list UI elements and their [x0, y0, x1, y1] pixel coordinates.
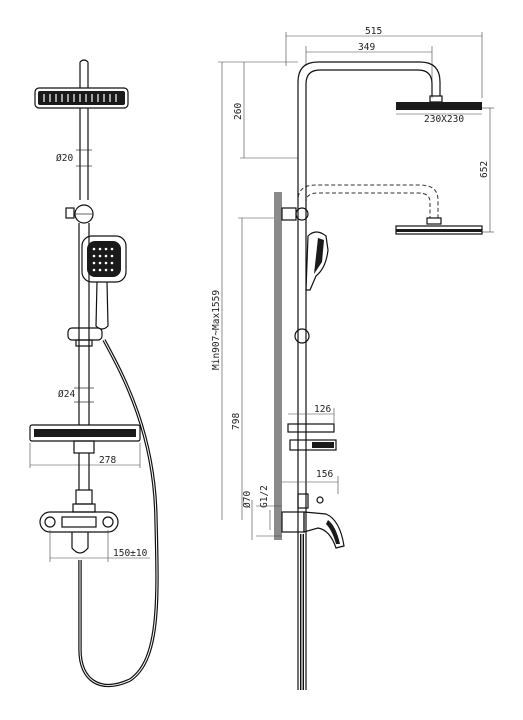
side-escutcheon-diameter: Ø70: [242, 491, 253, 508]
side-wall: [274, 192, 282, 540]
side-hand-shower: [305, 231, 329, 291]
side-mixer: [281, 493, 345, 549]
front-shelf-width: 278: [99, 455, 116, 466]
side-total-projection: 515: [365, 26, 382, 37]
side-dashed-arm-position: [297, 184, 439, 218]
front-upper-pipe: [79, 108, 89, 200]
side-thread-size: G1/2: [259, 485, 270, 508]
front-hose: [78, 339, 159, 688]
side-shelf: [287, 423, 337, 451]
side-overhead-arm: [297, 61, 441, 150]
front-mixer-spacing: 150±10: [113, 548, 148, 559]
front-mixer: [39, 489, 119, 554]
front-diverter: [65, 204, 94, 224]
front-shower-head: [34, 87, 129, 109]
side-mixer-depth: 156: [316, 469, 333, 480]
side-slide-holder: [294, 328, 310, 344]
front-upper-pipe-diameter: Ø20: [56, 153, 73, 164]
side-height-range: Min907~Max1559: [211, 290, 222, 370]
front-lower-pipe-diameter: Ø24: [58, 389, 75, 400]
front-column-cap: [79, 59, 89, 88]
side-view: 515 349 230X230 260 652 Min907~Max1: [211, 26, 494, 690]
side-shelf-depth: 126: [314, 404, 331, 415]
side-adjust-range: 652: [479, 161, 490, 178]
front-hand-shower: [81, 235, 127, 330]
side-shower-head: [396, 95, 482, 110]
side-mixer-height: 798: [231, 413, 242, 430]
side-head-size: 230X230: [424, 114, 464, 125]
front-view: Ø20: [29, 59, 159, 688]
side-column: [297, 150, 307, 690]
side-wall-bracket: [281, 207, 309, 221]
side-arm-projection: 349: [358, 42, 375, 53]
front-shelf: [29, 424, 141, 454]
front-slide-holder: [67, 327, 103, 347]
side-head-drop: 260: [233, 103, 244, 120]
